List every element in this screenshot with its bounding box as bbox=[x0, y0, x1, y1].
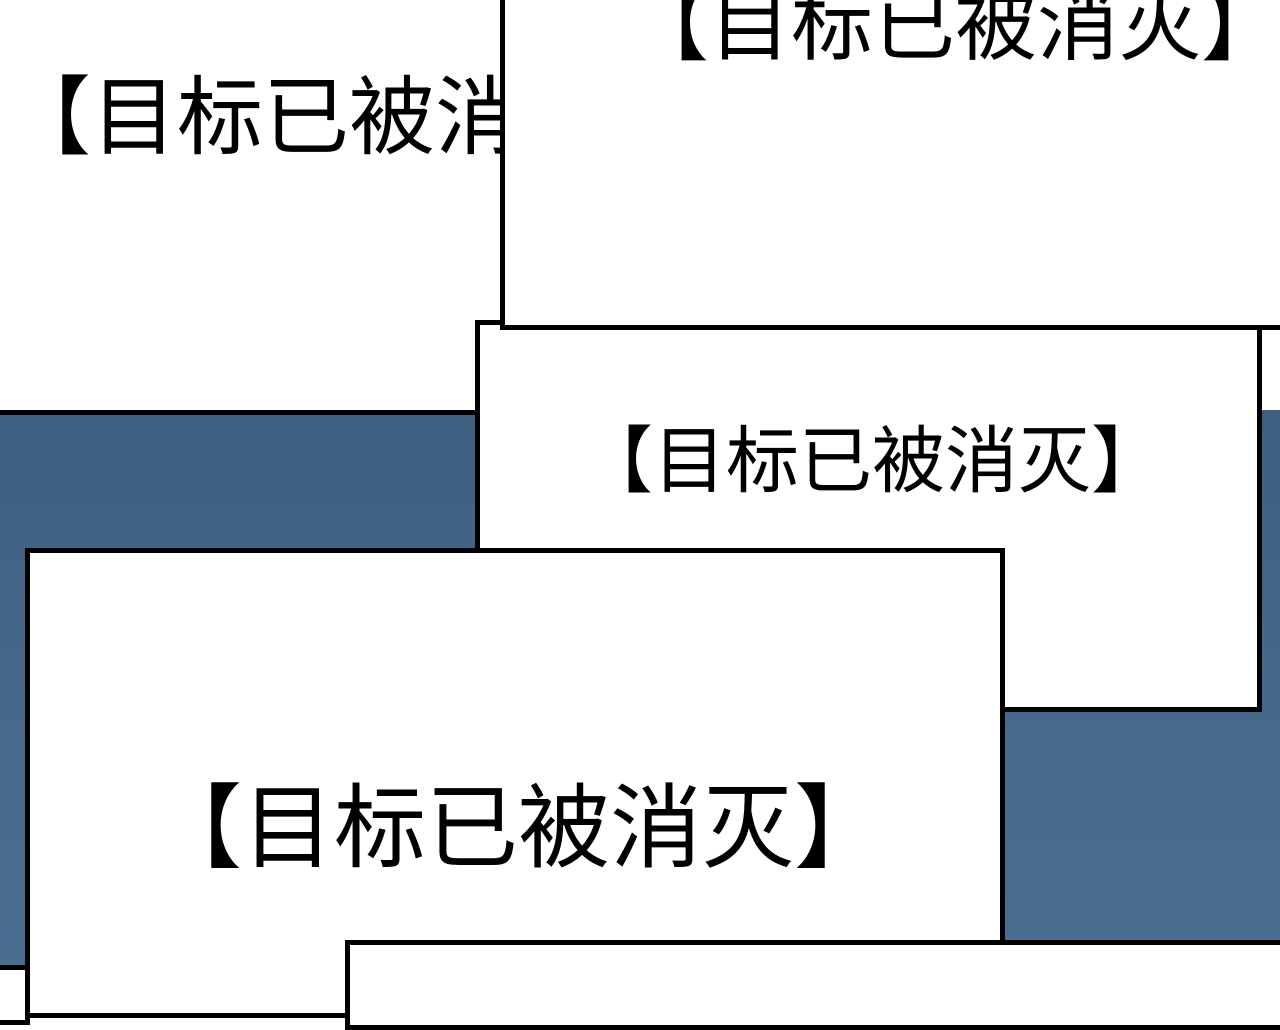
caption-panel-top-right: 【目标已被消灭】 bbox=[500, 0, 1280, 330]
caption-panel-left-edge bbox=[0, 965, 30, 1025]
caption-text-top-right: 【目标已被消灭】 bbox=[627, 0, 1280, 73]
caption-panel-bottom-edge bbox=[345, 940, 1280, 1030]
caption-text-middle-right: 【目标已被消灭】 bbox=[580, 419, 1164, 504]
caption-panel-bottom-left: 【目标已被消灭】 bbox=[25, 548, 1005, 1018]
caption-text-bottom-left: 【目标已被消灭】 bbox=[150, 775, 887, 882]
